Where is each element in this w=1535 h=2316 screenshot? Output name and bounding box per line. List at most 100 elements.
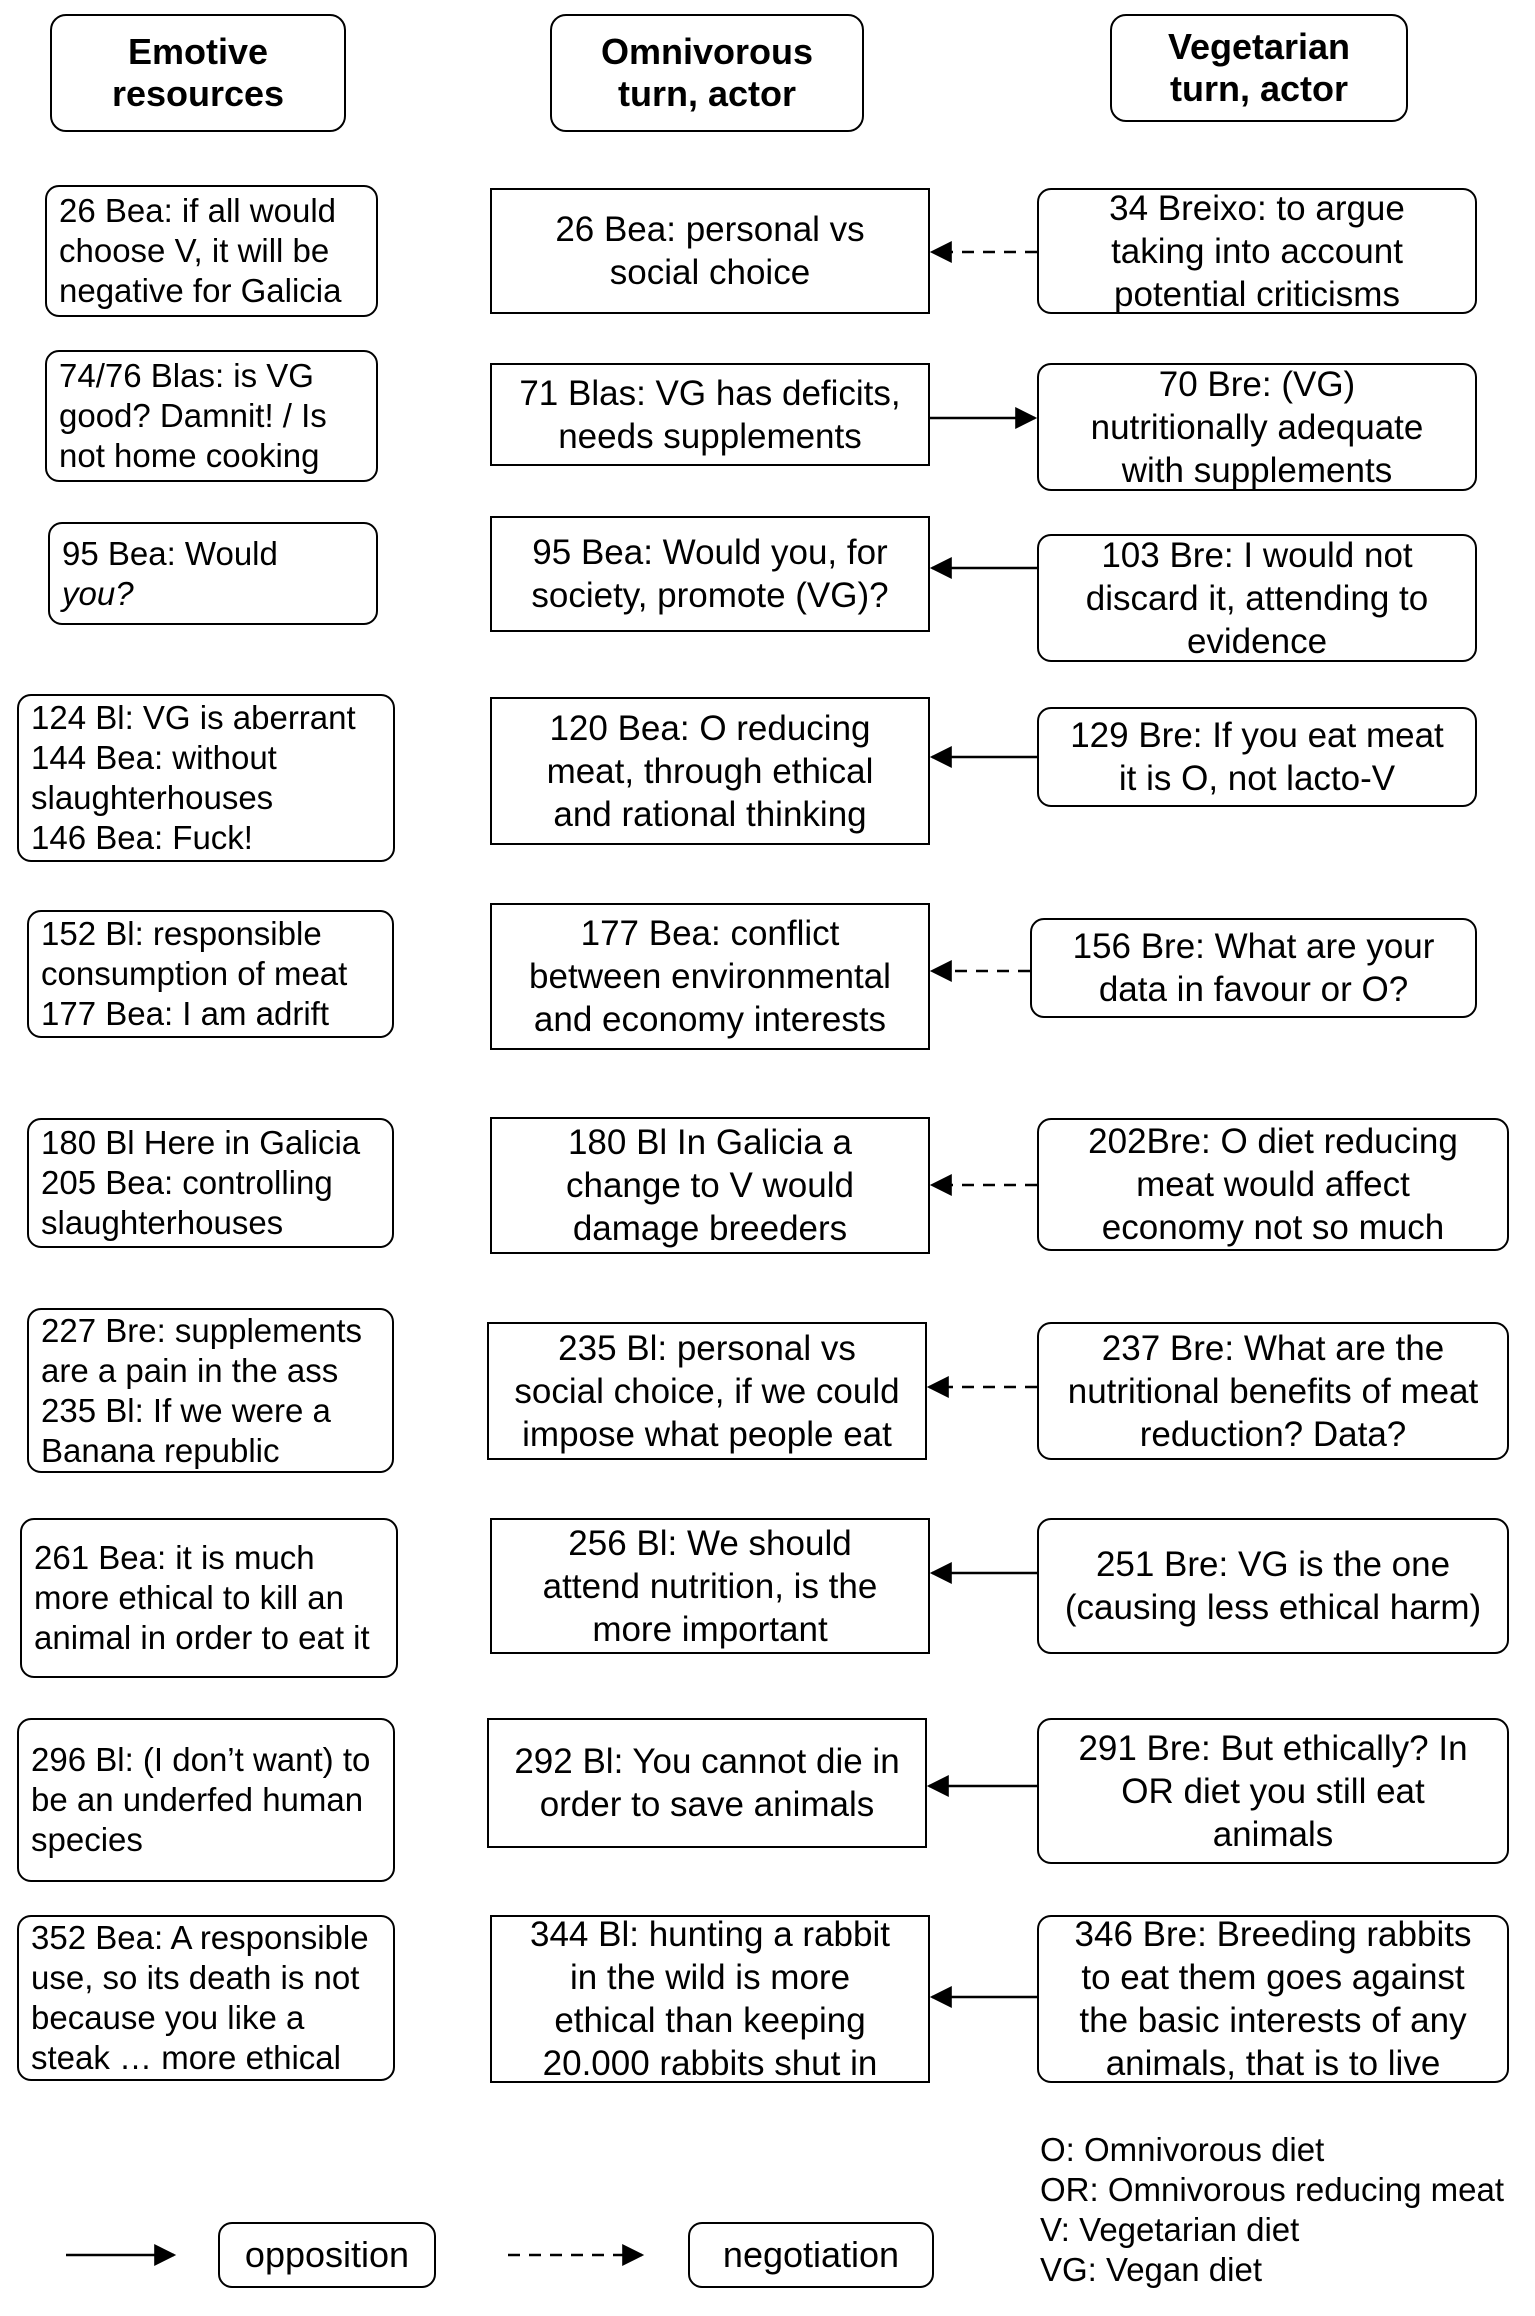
vegetarian-turn-line: 70 Bre: (VG) — [1158, 364, 1356, 404]
abbreviation-key: O: Omnivorous diet OR: Omnivorous reduci… — [1040, 2130, 1504, 2290]
omnivorous-turn-line: 95 Bea: Would you, for — [532, 533, 888, 572]
vegetarian-turn-line: nutritional benefits of meat — [1067, 1371, 1479, 1411]
emotive-resource-line: 152 Bl: responsible — [41, 915, 322, 952]
vegetarian-turn-line: 346 Bre: Breeding rabbits — [1074, 1915, 1472, 1954]
omnivorous-turn-line: 20.000 rabbits shut in — [542, 2044, 878, 2083]
emotive-resource-line: 26 Bea: if all would — [59, 192, 337, 229]
omnivorous-turn-line: and rational thinking — [553, 794, 867, 834]
omnivorous-turn-line: damage breeders — [572, 1209, 848, 1248]
emotive-resource-line: slaughterhouses — [41, 1204, 284, 1241]
omnivorous-turn-line: 256 Bl: We should — [568, 1523, 852, 1563]
omnivorous-turn-box: 292 Bl: You cannot die in order to save a… — [487, 1718, 927, 1848]
emotive-resource-line: 180 Bl Here in Galicia — [41, 1124, 361, 1161]
emotive-resource-line: 235 Bl: If we were a — [41, 1391, 331, 1429]
omnivorous-turn-box: 344 Bl: hunting a rabbit in the wild is m… — [490, 1915, 930, 2083]
abbreviation-vg: VG: Vegan diet — [1040, 2251, 1262, 2288]
abbreviation-or: OR: Omnivorous reducing meat — [1040, 2171, 1505, 2208]
header-line: turn, actor — [617, 73, 796, 114]
vegetarian-turn-line: OR diet you still eat — [1121, 1771, 1425, 1811]
vegetarian-turn-line: data in favour or O? — [1098, 970, 1409, 1009]
omnivorous-turn-line: 292 Bl: You cannot die in — [514, 1742, 900, 1781]
emotive-resource-line: 144 Bea: without — [31, 739, 277, 776]
emotive-resource-line: consumption of meat — [41, 955, 348, 992]
emotive-resource-line: not home cooking — [59, 437, 320, 474]
emotive-resource-line: more ethical to kill an — [34, 1579, 344, 1616]
vegetarian-turn-line: the basic interests of any — [1079, 2001, 1467, 2040]
vegetarian-turn-line: economy not so much — [1101, 1208, 1445, 1247]
emotive-resource-line: because you like a — [31, 1999, 305, 2036]
omnivorous-turn-line: order to save animals — [539, 1785, 875, 1824]
emotive-resource-box: 180 Bl Here in Galicia 205 Bea: controll… — [27, 1118, 394, 1248]
omnivorous-turn-line: 344 Bl: hunting a rabbit — [530, 1915, 890, 1954]
vegetarian-turn-line: 156 Bre: What are your — [1072, 927, 1435, 966]
omnivorous-turn-line: 120 Bea: O reducing — [549, 708, 871, 748]
omnivorous-turn-line: 71 Blas: VG has deficits, — [519, 373, 901, 413]
emotive-resource-line: 227 Bre: supplements — [41, 1311, 363, 1349]
emotive-resource-line: use, so its death is not — [31, 1959, 360, 1996]
vegetarian-turn-line: with supplements — [1121, 450, 1393, 490]
header-line: Omnivorous — [600, 31, 814, 72]
emotive-resource-line: slaughterhouses — [31, 779, 274, 816]
header-line: Emotive — [127, 31, 269, 72]
omnivorous-turn-line: needs supplements — [558, 416, 862, 456]
omnivorous-turn-line: 180 Bl In Galicia a — [567, 1123, 853, 1162]
omnivorous-turn-line: 26 Bea: personal vs — [555, 210, 865, 249]
emotive-resource-line: 74/76 Blas: is VG — [59, 357, 314, 394]
vegetarian-turn-line: discard it, attending to — [1085, 578, 1429, 618]
emotive-resource-line: good? Damnit! / Is — [59, 397, 327, 434]
vegetarian-turn-line: (causing less ethical harm) — [1064, 1588, 1482, 1627]
omnivorous-turn-line: between environmental — [529, 957, 891, 996]
emotive-resource-line: steak … more ethical — [31, 2039, 341, 2076]
emotive-resource-line: animal in order to eat it — [34, 1619, 370, 1656]
omnivorous-turn-line: more important — [592, 1609, 828, 1649]
omnivorous-turn-box: 177 Bea: conflict between environmental an… — [490, 903, 930, 1050]
omnivorous-turn-line: in the wild is more — [569, 1958, 851, 1997]
emotive-resource-line: 261 Bea: it is much — [34, 1539, 315, 1576]
legend-opposition-label: opposition — [244, 2234, 410, 2275]
abbreviation-v: V: Vegetarian diet — [1040, 2211, 1300, 2248]
legend-opposition-box: opposition — [218, 2222, 436, 2288]
emotive-resource-line: 205 Bea: controlling — [41, 1164, 333, 1201]
vegetarian-turn-line: 129 Bre: If you eat meat — [1070, 716, 1444, 755]
emotive-resource-line: are a pain in the ass — [41, 1351, 339, 1389]
emotive-resource-line: 146 Bea: Fuck! — [31, 819, 253, 856]
emotive-resource-line: species — [31, 1821, 143, 1858]
vegetarian-turn-line: 237 Bre: What are the — [1101, 1328, 1445, 1368]
emotive-resource-line: Banana republic — [41, 1431, 280, 1469]
vegetarian-turn-line: animals, that is to live — [1105, 2044, 1441, 2083]
vegetarian-turn-line: animals — [1212, 1814, 1334, 1854]
omnivorous-turn-line: meat, through ethical — [546, 751, 874, 791]
emotive-resource-line: negative for Galicia — [59, 272, 342, 309]
vegetarian-turn-line: 251 Bre: VG is the one — [1095, 1545, 1451, 1584]
abbreviation-o: O: Omnivorous diet — [1040, 2131, 1325, 2168]
vegetarian-turn-line: taking into account — [1111, 231, 1403, 271]
legend-negotiation-box: negotiation — [688, 2222, 934, 2288]
vegetarian-turn-line: 291 Bre: But ethically? In — [1078, 1728, 1468, 1768]
legend-negotiation-label: negotiation — [722, 2234, 900, 2275]
omnivorous-turn-line: and economy interests — [533, 1000, 887, 1039]
vegetarian-turn-line: 34 Breixo: to argue — [1109, 188, 1405, 228]
emotive-resource-line: you? — [62, 574, 134, 612]
vegetarian-turn-box: 156 Bre: What are your data in favour or … — [1030, 918, 1477, 1018]
omnivorous-turn-line: 177 Bea: conflict — [580, 914, 840, 953]
